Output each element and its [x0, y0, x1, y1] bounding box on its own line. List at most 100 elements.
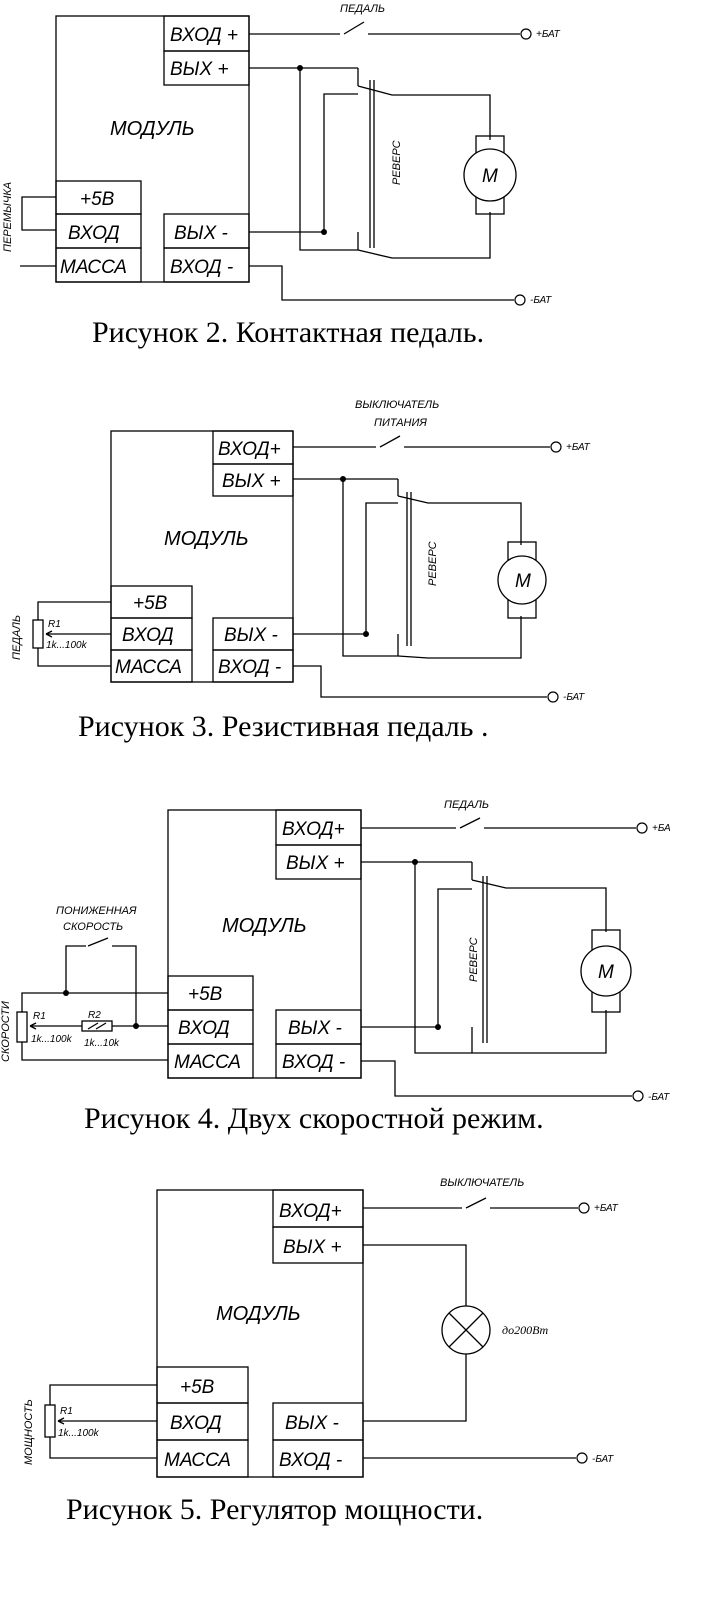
switch-label: ПЕДАЛЬ [340, 3, 385, 15]
motor-icon [497, 555, 547, 605]
out-minus-wire [249, 93, 358, 233]
r2-label: R2 [88, 1010, 101, 1021]
out-plus-wire [249, 67, 358, 251]
pot-side-label: ПЕДАЛЬ [11, 615, 23, 660]
switch-label: ПЕДАЛЬ [444, 799, 489, 811]
pot-r1 [32, 619, 44, 649]
pin-5v: +5В [188, 984, 223, 1005]
pin-out-minus: ВЫХ - [224, 625, 278, 646]
lamp-label: до200Вт [502, 1323, 549, 1337]
motor-label: M [482, 166, 498, 187]
in-minus-wire [249, 265, 514, 301]
figure-caption: Рисунок 3. Резистивная педаль . [78, 710, 488, 743]
bat-minus-label: -БАТ [563, 692, 585, 703]
figure-caption: Рисунок 5. Регулятор мощности. [66, 1493, 483, 1526]
pin-out-minus: ВЫХ - [174, 223, 228, 244]
r1-label: R1 [48, 619, 61, 630]
bat-minus-terminal [547, 691, 559, 703]
pin-out-plus: ВЫХ + [286, 853, 345, 874]
pin-in: ВХОД [122, 625, 174, 646]
pot-side-label: СКОРОСТИ [0, 1001, 12, 1062]
lamp-wires [363, 1244, 467, 1422]
motor-icon [580, 945, 632, 997]
pot-wires [49, 1384, 157, 1459]
motor-icon [463, 148, 517, 202]
pin-out-minus: ВЫХ - [288, 1018, 342, 1039]
in-minus-wire [293, 665, 547, 698]
r2-value: 1k...10k [84, 1038, 120, 1049]
bat-minus-label: -БАТ [530, 295, 552, 306]
pin-5v: +5В [133, 593, 168, 614]
pin-out-plus: ВЫХ + [222, 471, 281, 492]
module-block: ВХОД+ ВЫХ + МОДУЛЬ +5В ВХОД МАССА ВЫХ - … [110, 430, 294, 683]
reverse-outputs [471, 879, 607, 1054]
figure-caption: Рисунок 2. Контактная педаль. [92, 316, 484, 349]
reverse-label: РЕВЕРС [427, 541, 439, 586]
low-speed-label-1: ПОНИЖЕННАЯ [56, 905, 137, 917]
out-minus-wire [361, 888, 472, 1028]
out-minus-wire [293, 502, 398, 635]
bat-plus-terminal [578, 1202, 590, 1214]
pin-5v: +5В [80, 189, 115, 210]
module-label: МОДУЛЬ [222, 915, 307, 937]
module-label: МОДУЛЬ [110, 118, 195, 140]
reverse-contacts [406, 492, 412, 646]
pot-wiper [45, 630, 111, 638]
switch-label: ВЫКЛЮЧАТЕЛЬ [440, 1177, 524, 1189]
module-label: МОДУЛЬ [216, 1303, 301, 1325]
bat-plus-label: +БАТ [536, 29, 561, 40]
switch-label-1: ВЫКЛЮЧАТЕЛЬ [355, 399, 439, 411]
pin-out-plus: ВЫХ + [283, 1237, 342, 1258]
bat-plus-label: +БАТ [566, 442, 591, 453]
pin-gnd: МАССА [164, 1450, 231, 1471]
pin-gnd: МАССА [174, 1052, 241, 1073]
module-block: ВХОД + ВЫХ + МОДУЛЬ +5В ВХОД МАССА ВЫХ -… [55, 15, 250, 283]
module-block: ВХОД+ ВЫХ + МОДУЛЬ +5В ВХОД МАССА ВЫХ - … [156, 1189, 364, 1478]
pin-in: ВХОД [178, 1018, 230, 1039]
bat-minus-label: -БАТ [648, 1092, 670, 1103]
power-switch [293, 435, 550, 448]
pot-wires [21, 992, 168, 1061]
r1-value: 1k...100k [46, 640, 88, 651]
reverse-label: РЕВЕРС [468, 937, 480, 982]
motor-label: M [515, 571, 531, 592]
pin-in: ВХОД [68, 223, 120, 244]
figure-3: ВХОД+ ВЫХ + МОДУЛЬ +5В ВХОД МАССА ВЫХ - … [11, 399, 591, 743]
pin-in-minus: ВХОД - [170, 257, 233, 278]
r1-label: R1 [60, 1406, 73, 1417]
bat-plus-label: +БА [652, 823, 671, 834]
pin-out-minus: ВЫХ - [285, 1413, 339, 1434]
low-speed-label-2: СКОРОСТЬ [63, 921, 123, 933]
module-block: ВХОД+ ВЫХ + МОДУЛЬ +5В ВХОД МАССА ВЫХ - … [167, 809, 362, 1079]
r1-value: 1k...100k [31, 1034, 73, 1045]
pedal-switch [249, 21, 520, 35]
pot-wiper [57, 1417, 157, 1425]
bat-plus-terminal [636, 822, 648, 834]
pin-gnd: МАССА [60, 257, 127, 278]
pot-side-label: МОЩНОСТЬ [23, 1399, 35, 1465]
jumper-wire [21, 196, 56, 231]
pot-wires [37, 601, 111, 667]
bat-minus-label: -БАТ [592, 1454, 614, 1465]
reverse-outputs [397, 495, 522, 659]
figure-caption: Рисунок 4. Двух скоростной режим. [84, 1102, 544, 1135]
pin-in-minus: ВХОД - [279, 1450, 342, 1471]
bat-minus-terminal [514, 294, 526, 306]
pin-in-minus: ВХОД - [282, 1052, 345, 1073]
out-plus-wire [293, 478, 398, 657]
pot-r1 [16, 1011, 28, 1043]
pot-r1 [44, 1404, 56, 1438]
bat-plus-terminal [550, 441, 562, 453]
pedal-switch [361, 817, 636, 829]
jumper-label: ПЕРЕМЫЧКА [2, 182, 14, 252]
pin-in-plus: ВХОД+ [218, 439, 281, 460]
out-plus-wire [361, 861, 472, 1054]
module-label: МОДУЛЬ [164, 528, 249, 550]
pin-in-minus: ВХОД - [218, 657, 281, 678]
motor-label: M [598, 962, 614, 983]
pin-in-plus: ВХОД+ [282, 819, 345, 840]
pin-in-plus: ВХОД + [170, 25, 238, 46]
pot-wiper [29, 1022, 168, 1030]
